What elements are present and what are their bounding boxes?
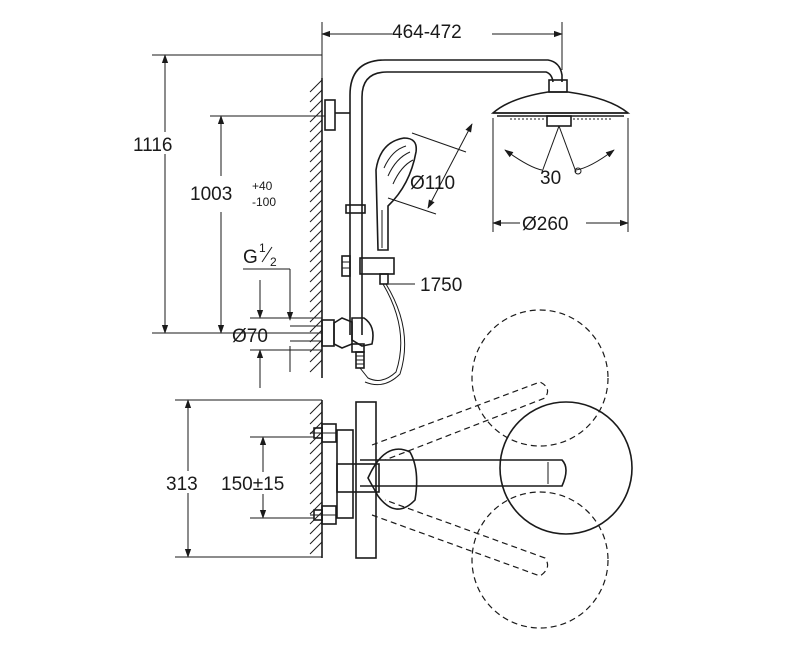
top-depth-label: 313 [166, 474, 198, 495]
handshower-top [367, 448, 418, 510]
head-diameter-dimension: Ø260 [492, 118, 629, 235]
wall-hatch-line [309, 269, 323, 283]
wall-hatch-line [309, 169, 323, 183]
wall-hatch-line [309, 199, 323, 213]
wall-hatch-line [309, 279, 323, 293]
thermostat-mixer-side [321, 317, 374, 369]
wall-hatch-line [309, 541, 323, 555]
hose-length-label: 1750 [420, 275, 462, 296]
wall-hatch-line [309, 179, 323, 193]
wall-hatch-line [309, 219, 323, 233]
arm-reach-dimension: 464-472 [321, 18, 563, 78]
wall-hatch-line [309, 129, 323, 143]
wall-hatch-line [309, 359, 323, 373]
outlet-height-label: 1003 [190, 184, 232, 205]
top-view: 313 150±15 [166, 309, 633, 629]
wall-hatch-line [309, 159, 323, 173]
thread-numerator: 1 [259, 241, 266, 255]
shower-arm-top [360, 459, 567, 487]
wall-hatch-line [309, 511, 323, 525]
wall-bracket [324, 99, 336, 131]
top-depth-dimension: 313 [166, 399, 322, 558]
wall-hatch-line [309, 149, 323, 163]
handshower-diameter-dimension: Ø110 [387, 123, 473, 215]
swivel-angle-indicator: 30 [504, 125, 615, 189]
head-shower-top [499, 401, 633, 535]
wall-hatch-line [309, 531, 323, 545]
wall-top [309, 400, 377, 559]
wall-hatch-line [309, 139, 323, 153]
rosette-diameter-label: Ø70 [232, 326, 268, 347]
thermostat-mixer-top [310, 423, 380, 525]
total-height-label: 1116 [133, 135, 172, 156]
wall-hatch-line [309, 289, 323, 303]
wall-hatch-line [309, 99, 323, 113]
centre-distance-dimension: 150±15 [221, 436, 314, 519]
wall-hatch-line [309, 441, 323, 455]
shower-hose [359, 283, 402, 381]
wall-hatch-line [309, 521, 323, 535]
hand-shower [375, 137, 418, 251]
outlet-height-dimension: 1003 +40 -100 [188, 115, 325, 334]
wall-hatch-line [309, 209, 323, 223]
wall-hatch-line [309, 349, 323, 363]
outlet-tolerance-plus: +40 [252, 179, 273, 193]
wall-hatch-line [309, 411, 323, 425]
wall-hatch-line [309, 481, 323, 495]
wall-hatch-line [309, 249, 323, 263]
handshower-diameter-label: Ø110 [410, 173, 455, 194]
hose-length-dimension: 1750 [389, 275, 462, 296]
head-shower-side [490, 79, 631, 127]
wall-hatch-line [309, 229, 323, 243]
thread-size-dimension: G 1 2 [243, 241, 322, 372]
side-view: 30 Ø260 464-472 [133, 18, 631, 388]
wall-hatch-line [309, 299, 323, 313]
wall-hatch-line [309, 89, 323, 103]
wall-hatch-line [309, 401, 323, 415]
wall-hatch-line [309, 79, 323, 93]
swing-positions-dashed [371, 309, 609, 629]
wall-hatch-line [309, 471, 323, 485]
riser-pipe [345, 59, 563, 335]
wall-hatch-line [309, 461, 323, 475]
wall-hatch-line [309, 189, 323, 203]
swivel-angle-label: 30 [540, 168, 561, 189]
wall-hatch-line [309, 119, 323, 133]
wall-hatch-line [309, 259, 323, 273]
wall-hatch-line [309, 239, 323, 253]
wall-hatch-line [309, 451, 323, 465]
wall-hatch-line [309, 491, 323, 505]
head-diameter-label: Ø260 [522, 214, 568, 235]
rosette-diameter-dimension: Ø70 [232, 280, 322, 388]
wall-hatch-line [309, 309, 323, 323]
outlet-tolerance-minus: -100 [252, 195, 276, 209]
total-height-dimension: 1116 [133, 54, 322, 334]
thread-g-label: G [243, 247, 258, 268]
arm-reach-label: 464-472 [392, 22, 462, 43]
thread-denominator: 2 [270, 255, 277, 269]
centre-distance-label: 150±15 [221, 474, 284, 495]
slide-holder [341, 255, 395, 285]
wall-hatch-line [309, 329, 323, 343]
wall-hatch-line [309, 501, 323, 515]
